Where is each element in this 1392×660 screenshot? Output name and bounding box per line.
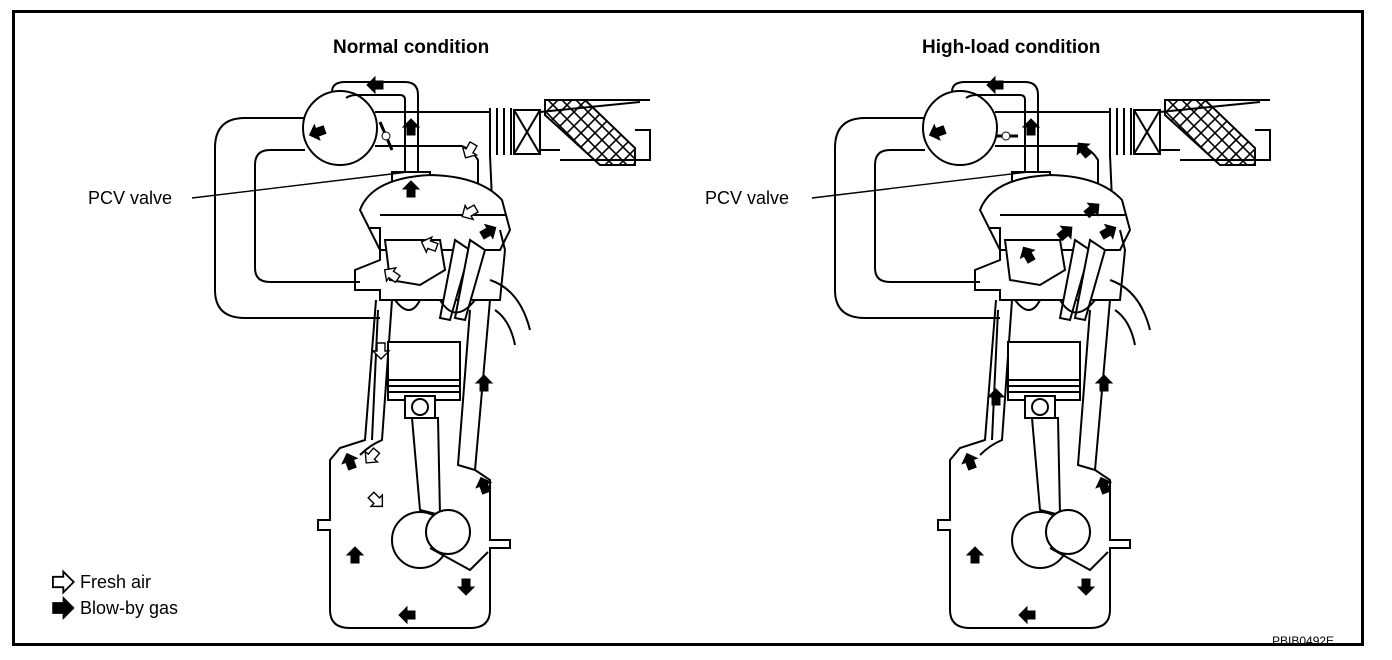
fresh-air-legend-icon (51, 570, 75, 594)
pcv-valve-label-right: PCV valve (705, 188, 790, 208)
legend-fresh-air-label: Fresh air (80, 572, 152, 592)
pcv-leader-left (191, 171, 409, 199)
normal-engine-diagram (214, 76, 651, 629)
figure-code: PBIB0492E (1272, 634, 1335, 648)
high-load-condition-title: High-load condition (922, 37, 1101, 58)
pcv-valve-label-left: PCV valve (88, 188, 173, 208)
blow-by-gas-legend-icon (52, 596, 75, 620)
high-load-engine-diagram (834, 76, 1271, 629)
normal-condition-title: Normal condition (333, 37, 490, 58)
legend-blow-by-gas-label: Blow-by gas (80, 598, 179, 618)
pcv-leader-right (811, 171, 1029, 199)
